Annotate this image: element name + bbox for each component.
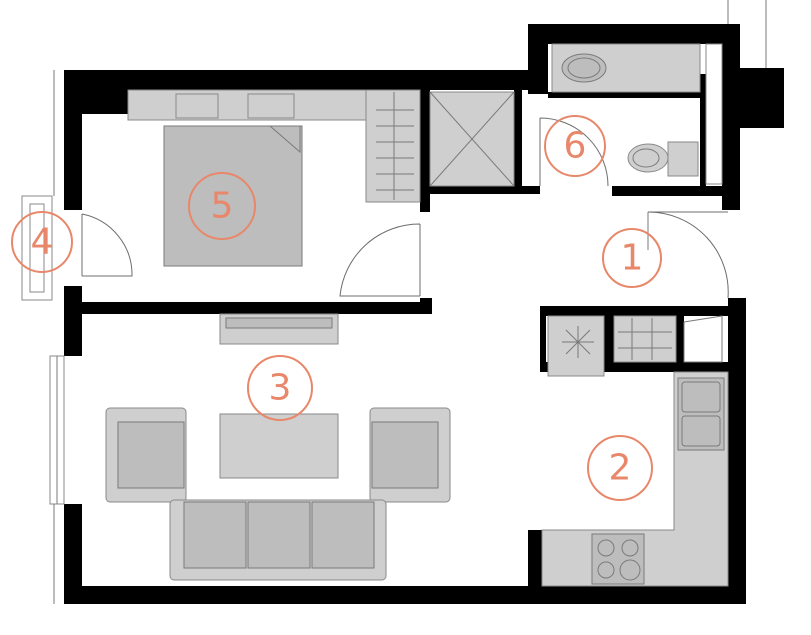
room-label-living-room: 3 [247, 355, 313, 421]
living-furniture [105, 313, 451, 581]
wall-bath-right [722, 24, 740, 210]
toilet-bowl [627, 143, 669, 173]
room-number-text: 3 [269, 368, 292, 409]
armchair-right [369, 407, 451, 503]
bedroom-furniture [127, 89, 421, 267]
room-label-kitchen: 2 [587, 435, 653, 501]
wall-shower-right [514, 90, 522, 194]
wall-kitchen-upper [540, 306, 746, 316]
wall-bath-inner-horiz [548, 92, 728, 98]
pillow-right [247, 93, 295, 119]
room-label-circle [587, 435, 653, 501]
room-number-text: 1 [621, 238, 644, 279]
door-bedroom [339, 223, 421, 297]
room-label-bedroom: 5 [188, 172, 256, 240]
room-number-text: 2 [609, 448, 632, 489]
wall-bath-top [528, 24, 738, 44]
sink-bowl-bottom [681, 415, 721, 447]
room-number-text: 5 [211, 186, 234, 227]
stove [591, 533, 645, 585]
wall-kitchen-bottom-post [528, 530, 542, 604]
bed [163, 125, 303, 267]
coffee-table [219, 413, 339, 479]
shower-cross-2 [429, 91, 515, 187]
sofa [169, 499, 387, 581]
windows [21, 0, 767, 604]
burner-1 [597, 539, 615, 557]
room-number-text: 6 [564, 126, 587, 167]
wall-kitchen-divider-1 [604, 306, 614, 372]
pantry-shelves [618, 318, 672, 360]
wall-bottom [64, 586, 746, 604]
wardrobe [365, 89, 421, 203]
bath-window [705, 43, 723, 185]
room-label-circle [544, 115, 606, 177]
sink-basin-inner [567, 57, 601, 79]
room-label-circle [188, 172, 256, 240]
wall-closet-right [420, 90, 430, 212]
wall-bath-inner-vert [700, 74, 706, 192]
sink-double [677, 377, 725, 451]
wall-right-lower [728, 298, 746, 604]
room-label-circle [11, 211, 73, 273]
wall-shower-bottom [420, 186, 540, 194]
room-label-balcony: 4 [11, 211, 73, 273]
room-label-circle [602, 228, 662, 288]
wall-left-mid [64, 286, 82, 356]
kitchen-cabinet-door [683, 315, 723, 363]
wall-kitchen-upper-low [540, 362, 746, 372]
door-bathroom [539, 117, 609, 187]
burner-4 [619, 559, 641, 581]
toilet-tank [667, 141, 699, 177]
burner-3 [597, 561, 615, 579]
sink-bowl-top [681, 381, 721, 413]
room-label-bathroom: 6 [544, 115, 606, 177]
room-labels: 1 2 3 4 5 6 [11, 115, 662, 501]
burner-2 [621, 539, 639, 557]
bathroom-fixtures [429, 43, 723, 187]
door-entrance [647, 211, 729, 299]
bed-blanket-fold [164, 125, 301, 154]
fridge-asterisk-icon [562, 326, 594, 358]
wall-top-bedroom [64, 70, 534, 90]
wall-kitchen-left [540, 306, 546, 372]
wall-bath-bottom-right [612, 186, 740, 196]
wall-kitchen-divider-2 [676, 306, 684, 372]
wardrobe-hangers [376, 92, 414, 200]
tv [225, 317, 333, 329]
walls [64, 24, 784, 604]
room-label-hall: 1 [602, 228, 662, 288]
pantry [613, 315, 677, 363]
armchair-left [105, 407, 187, 503]
doors [81, 117, 729, 299]
pillow-left [175, 93, 219, 119]
toilet-seat [632, 148, 660, 168]
fridge [547, 315, 605, 377]
door-balcony [81, 213, 133, 277]
wall-bed-living-post [420, 298, 432, 314]
wall-bath-left [528, 24, 548, 94]
wall-bed-living [82, 302, 432, 314]
room-number-text: 4 [31, 222, 54, 263]
room-label-circle [247, 355, 313, 421]
kitchen-fixtures [541, 315, 729, 587]
wall-left-lower [64, 504, 82, 604]
wall-left-upper [64, 70, 82, 210]
